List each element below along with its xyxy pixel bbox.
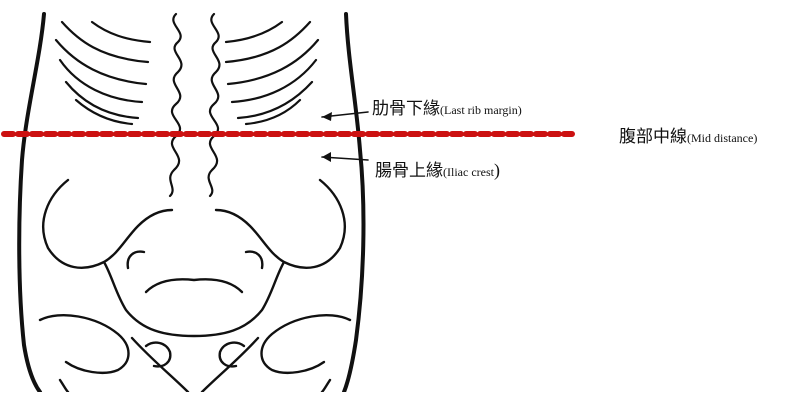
mid-distance-en: (Mid distance): [687, 131, 757, 145]
torso-right-outline: [344, 14, 363, 392]
iliac-crest-cjk: 腸骨上緣: [375, 161, 443, 181]
iliac-crest-en: (Iliac crest: [443, 165, 494, 179]
last-rib-margin-cjk: 肋骨下緣: [372, 99, 440, 119]
last-rib-margin-label: 肋骨下緣(Last rib margin): [372, 101, 522, 118]
ribcage-icon: [56, 22, 318, 124]
pelvis-icon: [40, 180, 350, 392]
torso-left-outline: [19, 14, 44, 392]
iliac-crest-label: 腸骨上緣(Iliac crest): [375, 161, 500, 180]
mid-distance-label: 腹部中線(Mid distance): [619, 129, 757, 146]
iliac-crest-close: ): [494, 160, 500, 180]
last-rib-margin-en: (Last rib margin): [440, 103, 522, 117]
mid-distance-cjk: 腹部中線: [619, 127, 687, 147]
spine-icon: [170, 14, 219, 196]
